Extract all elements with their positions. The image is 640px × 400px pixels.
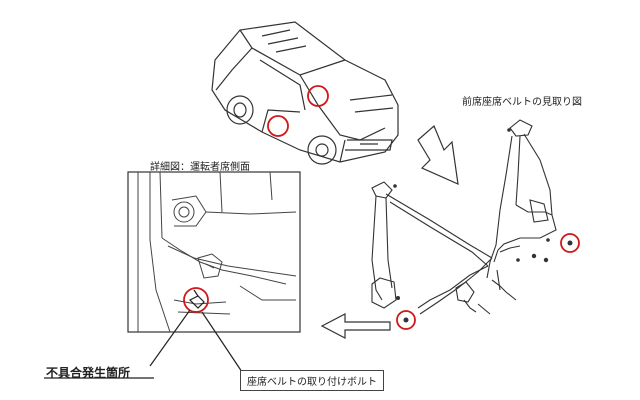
detail-view-label: 詳細図：運転者席側面 <box>150 162 250 173</box>
arrow-to-detail-view <box>320 313 391 339</box>
seat-belt-assembly <box>371 119 557 315</box>
highlight-circle <box>183 287 209 313</box>
highlight-circle <box>267 115 289 137</box>
leader-lines <box>44 309 243 379</box>
highlight-circle <box>307 85 329 107</box>
defect-location-label: 不具合発生箇所 <box>46 366 131 380</box>
arrow-to-belt-view <box>417 124 459 185</box>
front-seat-belt-view-label: 前席座席ベルトの見取り図 <box>462 97 582 108</box>
highlight-circle <box>560 233 580 253</box>
detail-view-drawing <box>137 171 297 333</box>
bolt-icons <box>393 128 573 323</box>
seat-belt-bolt-label: 座席ベルトの取り付けボルト <box>240 370 384 391</box>
detail-view-frame <box>127 171 301 333</box>
bolt-icon <box>188 289 205 309</box>
van-illustration <box>211 21 399 165</box>
highlight-circle <box>396 310 416 330</box>
